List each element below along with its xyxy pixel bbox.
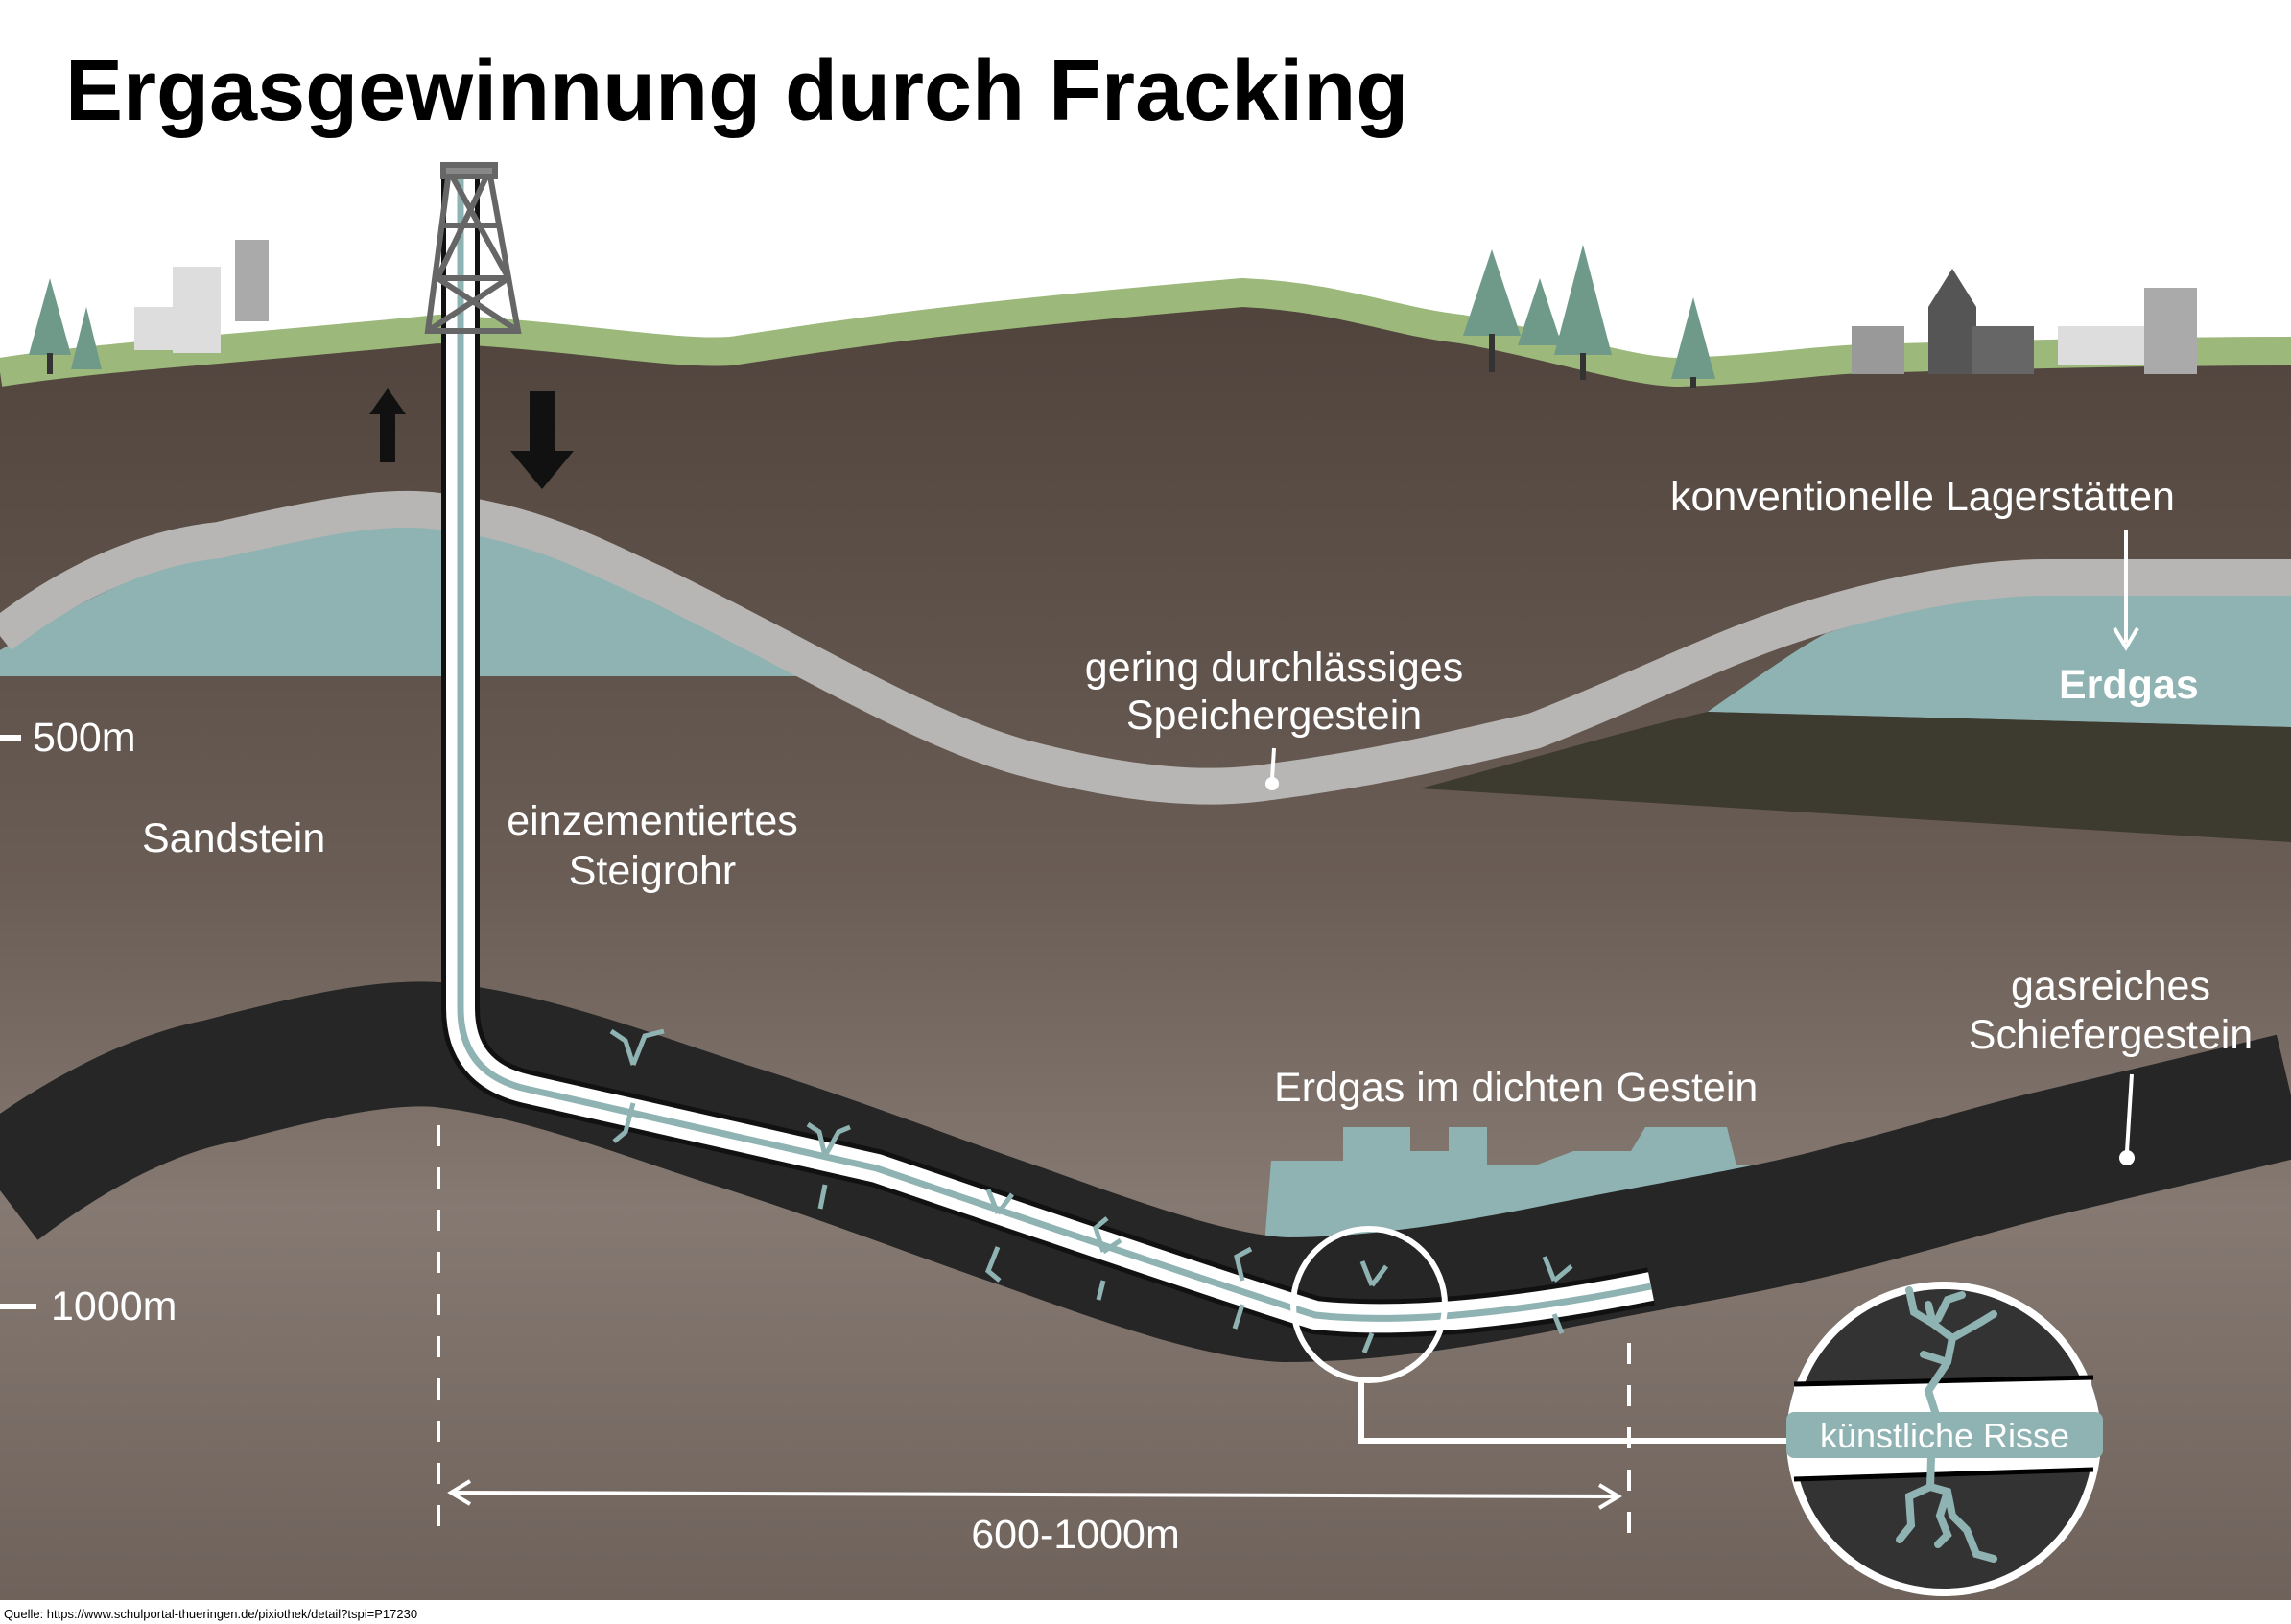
sandstone-label: Sandstein	[142, 815, 325, 861]
conventional-gas-left	[0, 525, 815, 676]
detail-connector-line	[1358, 1380, 1790, 1444]
depth-1000-label: 1000m	[51, 1283, 177, 1330]
page-title: Ergasgewinnung durch Fracking	[65, 43, 1408, 139]
distance-dimension	[437, 1125, 1631, 1535]
cracks-label: künstliche Risse	[1820, 1416, 2069, 1455]
source-citation: Quelle: https://www.schulportal-thuering…	[4, 1607, 417, 1621]
low-permeability-pointer	[1270, 747, 1276, 780]
well-pipe	[441, 176, 1655, 1338]
shale-dot	[2119, 1150, 2135, 1165]
depth-500-label: 500m	[33, 715, 136, 761]
shale-pointer	[2125, 1073, 2134, 1152]
fracture-cracks	[609, 1028, 1573, 1353]
pipe-label-line2: Steigrohr	[569, 848, 736, 894]
trees	[29, 245, 1715, 388]
detail-highlight-circle	[1290, 1226, 1448, 1383]
cracks-detail-inset: künstliche Risse	[1786, 1282, 2103, 1596]
erdgas-label: Erdgas	[2059, 662, 2199, 708]
tight-gas-label: Erdgas im dichten Gestein	[1274, 1065, 1758, 1111]
dark-cap-layer	[1420, 712, 2291, 842]
low-permeability-dot	[1265, 777, 1279, 790]
buildings	[134, 240, 2197, 374]
drilling-derrick-icon	[424, 162, 522, 334]
conventional-pointer-arrow	[2113, 530, 2139, 651]
down-arrow-icon	[510, 391, 574, 489]
low-permeability-label-line2: Speichergestein	[1126, 693, 1422, 739]
low-permeability-label-line1: gering durchlässiges	[1085, 645, 1463, 691]
distance-label: 600-1000m	[971, 1512, 1180, 1558]
up-arrow-icon	[369, 388, 406, 462]
conventional-deposits-label: konventionelle Lagerstätten	[1670, 474, 2175, 520]
low-permeability-reservoir-band	[0, 490, 2291, 805]
conventional-gas-right	[1708, 595, 2291, 727]
pipe-label-line1: einzementiertes	[507, 798, 798, 844]
shale-label-line1: gasreiches	[2011, 963, 2210, 1009]
shale-label-line2: Schiefergestein	[1969, 1012, 2253, 1058]
